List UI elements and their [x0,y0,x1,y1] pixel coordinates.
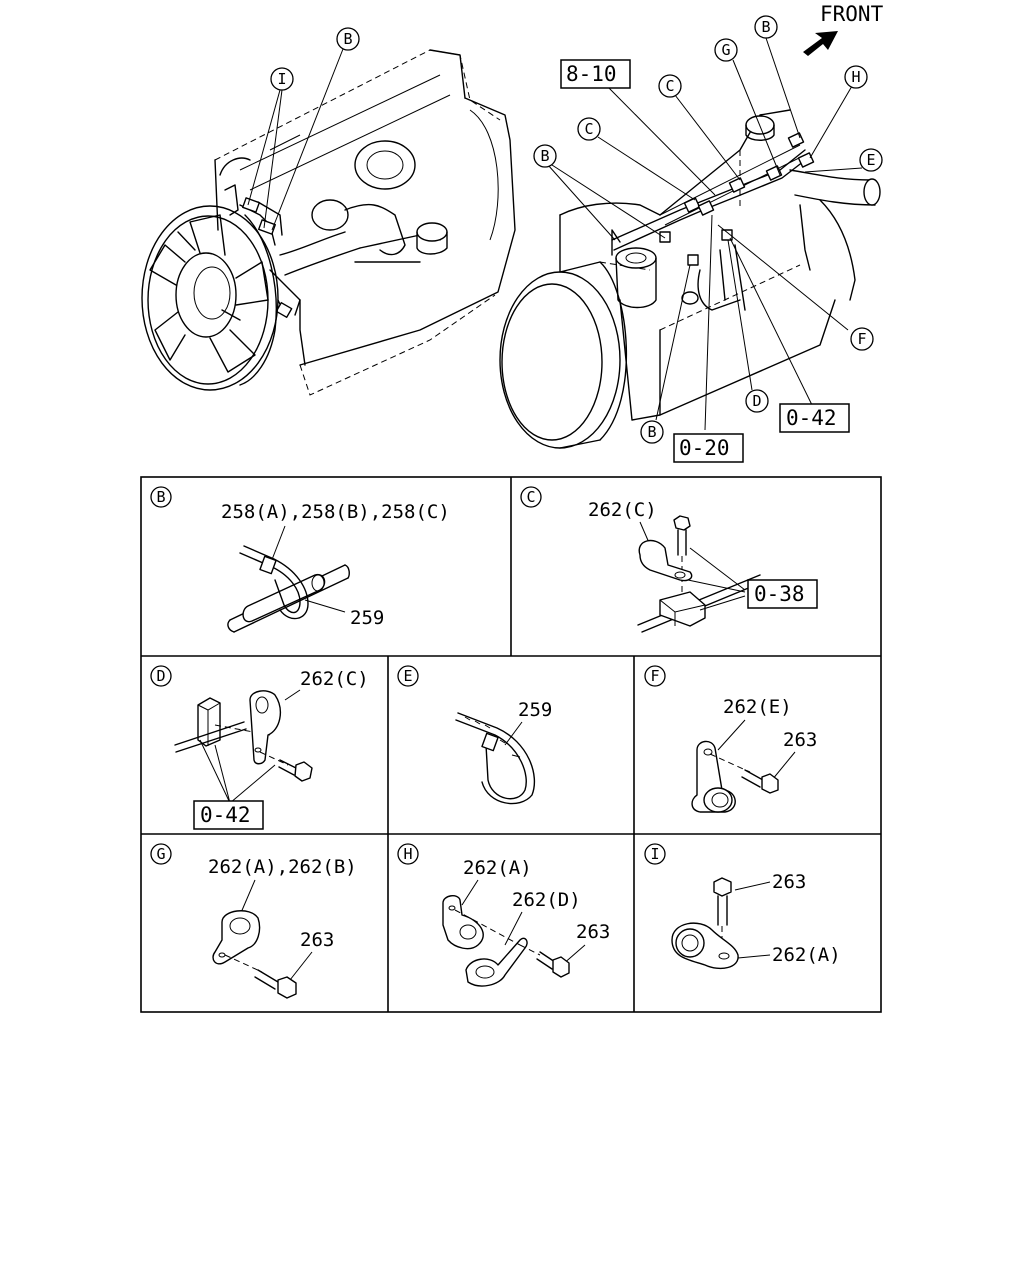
panel-i-label-262a: 262(A) [772,944,841,966]
ref-box-0-20: 0-20 [673,433,744,463]
callout-c-lower: C [577,117,601,141]
ref-box-0-42-top: 0-42 [779,403,850,433]
front-arrow-icon [803,31,838,56]
svg-text:F: F [857,330,866,348]
callout-f: F [850,327,874,351]
panel-e-letter: E [403,667,412,685]
callout-h: H [844,65,868,89]
panel-b-label-258: 258(A),258(B),258(C) [221,501,450,523]
engine-left-illustration [141,49,516,396]
detail-panel-g: G 262(A),262(B) 263 [150,843,357,999]
panel-h-letter: H [403,845,412,863]
callout-i-top-left: I [270,67,294,91]
svg-text:0-42: 0-42 [786,406,837,430]
callout-b-left-mid: B [533,144,557,168]
callout-g: G [714,38,738,62]
detail-panel-e: E 259 [397,665,552,805]
callout-c-upper: C [658,74,682,98]
svg-text:B: B [647,423,656,441]
panel-g-label-263: 263 [300,929,334,951]
detail-panel-c: C 262(C) 0-38 [520,486,818,633]
panel-c-ref: 0-38 [754,582,805,606]
detail-panel-i: I 263 262(A) [644,843,841,970]
svg-text:C: C [584,120,593,138]
svg-text:H: H [851,68,860,86]
svg-text:8-10: 8-10 [566,62,617,86]
svg-text:0-20: 0-20 [679,436,730,460]
svg-text:B: B [343,30,352,48]
panel-f-label-262e: 262(E) [723,696,792,718]
panel-b-letter: B [156,488,165,506]
panel-f-label-263: 263 [783,729,817,751]
callout-d: D [745,389,769,413]
panel-b-label-259: 259 [350,607,384,629]
panel-g-letter: G [156,845,165,863]
ref-box-8-10: 8-10 [560,59,631,89]
panel-i-label-263: 263 [772,871,806,893]
panel-c-letter: C [526,488,535,506]
svg-text:I: I [277,70,286,88]
panel-e-label-259: 259 [518,699,552,721]
detail-panel-f: F 262(E) 263 [644,665,817,813]
panel-c-label-262c: 262(C) [588,499,657,521]
panel-g-label-262ab: 262(A),262(B) [208,856,357,878]
detail-grid [140,476,882,1013]
detail-panel-b: B 258(A),258(B),258(C) 259 [150,486,450,633]
callout-b-top-left: B [336,27,360,51]
callout-b-bottom: B [640,420,664,444]
detail-panel-d: D 262(C) 0-42 [150,665,369,830]
panel-i-letter: I [650,845,659,863]
detail-panel-h: H 262(A) 262(D) 263 [397,843,610,987]
panel-h-label-262a: 262(A) [463,857,532,879]
panel-d-ref: 0-42 [200,803,251,827]
svg-text:G: G [721,41,730,59]
callout-b-top-right: B [754,15,778,39]
panel-d-letter: D [156,667,165,685]
panel-f-letter: F [650,667,659,685]
panel-h-label-262d: 262(D) [512,889,581,911]
engine-right-illustration [499,109,881,449]
callout-e: E [859,148,883,172]
svg-text:D: D [752,392,761,410]
leader-lines [247,37,863,431]
svg-text:E: E [866,151,875,169]
front-label: FRONT [820,2,884,26]
svg-text:B: B [761,18,770,36]
svg-text:C: C [665,77,674,95]
svg-text:B: B [540,147,549,165]
panel-h-label-263: 263 [576,921,610,943]
panel-d-label-262c: 262(C) [300,668,369,690]
